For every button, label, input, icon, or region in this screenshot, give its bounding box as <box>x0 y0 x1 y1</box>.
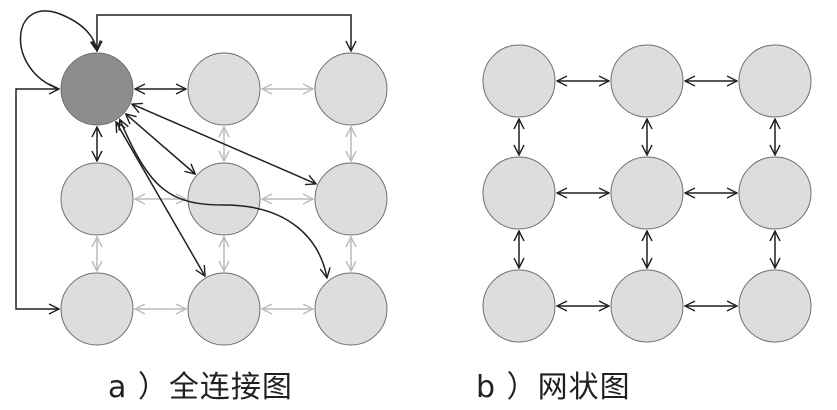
highlighted-node <box>60 52 134 126</box>
self-loop-edge <box>19 10 97 90</box>
routed-left-edge <box>15 89 59 309</box>
node <box>314 162 388 236</box>
mesh-graph <box>482 44 812 343</box>
node <box>60 272 134 346</box>
primary-edge <box>126 114 196 174</box>
fully-connected-graph <box>15 10 388 346</box>
node <box>610 269 684 343</box>
node <box>187 52 261 126</box>
caption-mesh: b ）网状图 <box>476 370 631 405</box>
primary-edge-curved <box>120 119 327 278</box>
node <box>738 156 812 230</box>
node <box>482 44 556 118</box>
node <box>60 162 134 236</box>
routed-top-edge <box>97 14 351 51</box>
node <box>187 162 261 236</box>
node <box>610 44 684 118</box>
node <box>482 269 556 343</box>
node <box>610 156 684 230</box>
node <box>738 44 812 118</box>
node <box>314 272 388 346</box>
caption-fully-connected: a ）全连接图 <box>108 370 293 405</box>
node <box>187 272 261 346</box>
node <box>314 52 388 126</box>
node <box>482 156 556 230</box>
node <box>738 269 812 343</box>
